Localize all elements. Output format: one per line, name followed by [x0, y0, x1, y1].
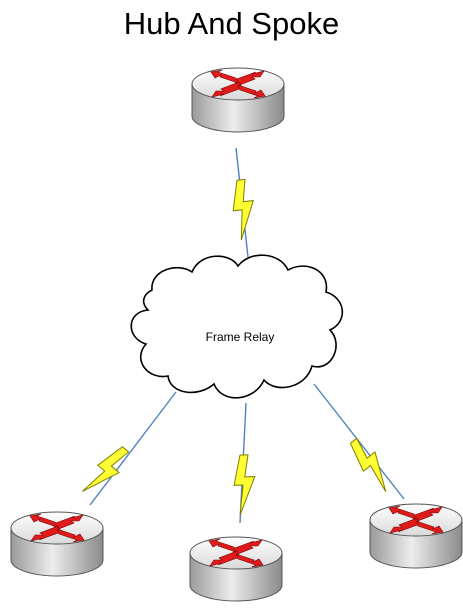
- hub-router-icon: [191, 67, 285, 133]
- cloud-label: Frame Relay: [206, 330, 275, 344]
- spoke-center-router-icon: [189, 536, 283, 602]
- spoke-right-router-icon: [369, 503, 463, 569]
- diagram-title: Hub And Spoke: [123, 6, 340, 41]
- link-cloud-spoke-left: [78, 391, 177, 506]
- link-hub-cloud: [229, 147, 258, 276]
- link-cloud-spoke-right: [313, 383, 405, 500]
- frame-relay-cloud: Frame Relay: [130, 254, 344, 399]
- spoke-left-router-icon: [10, 511, 104, 577]
- link-cloud-spoke-center: [232, 402, 257, 524]
